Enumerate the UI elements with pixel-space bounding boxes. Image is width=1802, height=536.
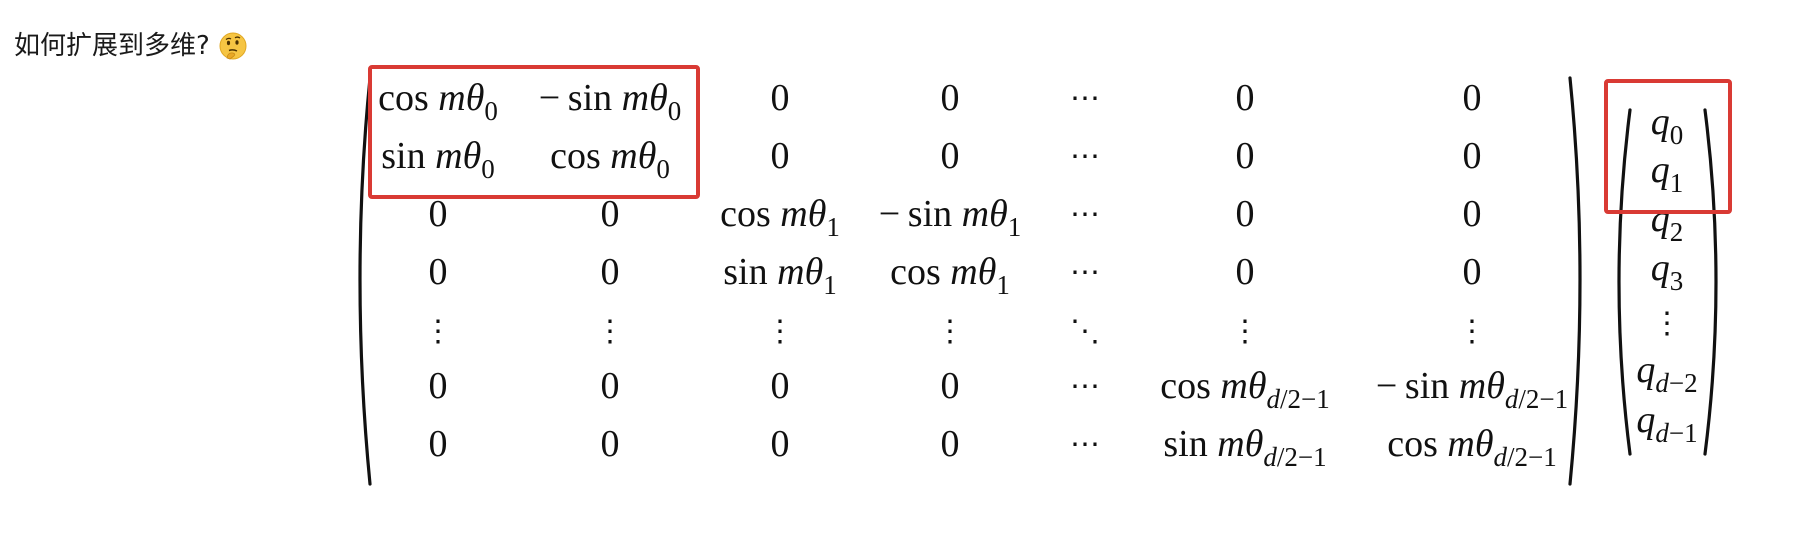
matrix-dots-4-4: ⋱ (1070, 314, 1100, 349)
matrix-dots-4-1: ⋮ (595, 314, 625, 349)
matrix-cell-2-5: 0 (1236, 193, 1255, 235)
matrix-dots-0-4: ⋯ (1070, 81, 1100, 116)
matrix-cell-1-1: cos mθ0 (550, 135, 670, 184)
matrix-cell-0-1: − sin mθ0 (539, 77, 682, 126)
rotation-matrix: cos mθ0 − sin mθ0 0 0 ⋯ 0 0 sin mθ0 cos mθ0 0 0 ⋯ 0 0… (378, 77, 1568, 472)
matrix-cell-0-6: 0 (1463, 77, 1482, 119)
matrix-right-bracket (1568, 76, 1582, 486)
matrix-dots-4-0: ⋮ (423, 314, 453, 349)
vector-entry-0: q0 (1651, 101, 1684, 150)
vector-entry-6: qd−1 (1636, 399, 1697, 448)
vector-dots: ⋮ (1652, 306, 1682, 341)
matrix-cell-0-2: 0 (771, 77, 790, 119)
vector-entry-2: q2 (1651, 198, 1684, 247)
matrix-cell-1-0: sin mθ0 (381, 135, 494, 184)
vector-entry-1: q1 (1651, 149, 1684, 198)
matrix-cell-6-3: 0 (941, 423, 960, 465)
matrix-cell-6-2: 0 (771, 423, 790, 465)
matrix-cell-0-5: 0 (1236, 77, 1255, 119)
matrix-dots-4-6: ⋮ (1457, 314, 1487, 349)
matrix-cell-1-5: 0 (1236, 135, 1255, 177)
matrix-cell-6-0: 0 (429, 423, 448, 465)
matrix-cell-6-5: sin mθd/2−1 (1163, 423, 1326, 472)
matrix-cell-5-1: 0 (601, 365, 620, 407)
matrix-cell-3-0: 0 (429, 251, 448, 293)
vector-entry-3: q3 (1651, 247, 1684, 296)
matrix-cell-1-3: 0 (941, 135, 960, 177)
matrix-cell-1-2: 0 (771, 135, 790, 177)
matrix-dots-4-5: ⋮ (1230, 314, 1260, 349)
matrix-dots-4-2: ⋮ (765, 314, 795, 349)
matrix-cell-6-1: 0 (601, 423, 620, 465)
matrix-cell-3-5: 0 (1236, 251, 1255, 293)
matrix-dots-5-4: ⋯ (1070, 369, 1100, 404)
matrix-dots-6-4: ⋯ (1070, 427, 1100, 462)
matrix-cell-5-3: 0 (941, 365, 960, 407)
matrix-cell-3-3: cos mθ1 (890, 251, 1010, 300)
thinking-face-icon (219, 32, 247, 60)
matrix-cell-5-0: 0 (429, 365, 448, 407)
question-text: 如何扩展到多维? (14, 31, 210, 61)
matrix-cell-2-1: 0 (601, 193, 620, 235)
matrix-cell-2-2: cos mθ1 (720, 193, 840, 242)
highlight-box-vector-entries (1604, 79, 1732, 214)
matrix-cell-2-3: − sin mθ1 (879, 193, 1022, 242)
matrix-cell-5-2: 0 (771, 365, 790, 407)
vector-left-bracket (1617, 108, 1632, 456)
vector-entry-5: qd−2 (1636, 349, 1697, 398)
matrix-cell-0-0: cos mθ0 (378, 77, 498, 126)
matrix-cell-5-5: cos mθd/2−1 (1160, 365, 1330, 414)
matrix-cell-2-6: 0 (1463, 193, 1482, 235)
matrix-cell-5-6: − sin mθd/2−1 (1376, 365, 1568, 414)
highlight-box-rotation-block (368, 65, 700, 199)
matrix-cell-1-6: 0 (1463, 135, 1482, 177)
matrix-cell-0-3: 0 (941, 77, 960, 119)
matrix-cell-6-6: cos mθd/2−1 (1387, 423, 1557, 472)
matrix-dots-3-4: ⋯ (1070, 255, 1100, 290)
matrix-dots-4-3: ⋮ (935, 314, 965, 349)
matrix-left-bracket (358, 76, 372, 486)
vector-right-bracket (1703, 108, 1718, 456)
matrix-cell-3-2: sin mθ1 (723, 251, 836, 300)
matrix-cell-3-1: 0 (601, 251, 620, 293)
matrix-dots-1-4: ⋯ (1070, 139, 1100, 174)
matrix-cell-2-0: 0 (429, 193, 448, 235)
question-line: 如何扩展到多维? (14, 28, 248, 64)
matrix-dots-2-4: ⋯ (1070, 197, 1100, 232)
matrix-cell-3-6: 0 (1463, 251, 1482, 293)
